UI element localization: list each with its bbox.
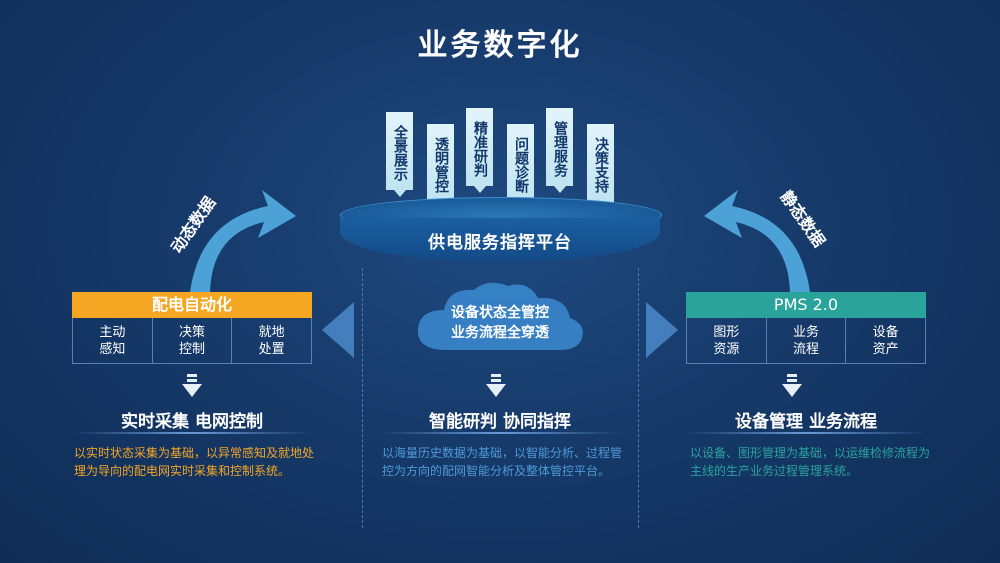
left-cell: 决策 控制 [153,318,233,363]
cloud-text: 设备状态全管控 业务流程全穿透 [420,303,580,343]
column-desc-smart: 以海量历史数据为基础，以智能分析、过程管控为方向的配网智能分析及整体管控平台。 [382,446,623,478]
down-arrow-icon [182,374,202,397]
distribution-automation-header: 配电自动化 [72,292,312,318]
cell-line: 感知 [99,341,126,357]
cell-line: 主动 [99,324,126,340]
cell-line: 就地 [258,324,285,340]
column-underline [686,432,926,434]
column-underline [72,432,312,434]
cell-line: 控制 [179,341,206,357]
down-arrow-icon [782,374,802,397]
divider-right [638,268,639,528]
left-curved-arrow-icon [190,190,296,292]
banner-panorama: 全景展示 [386,112,413,197]
left-cell: 就地 处置 [232,318,311,363]
column-title-realtime: 实时采集 电网控制 [121,412,263,432]
right-panel-body: 图形 资源 业务 流程 设备 资产 [686,318,926,364]
column-underline [380,432,620,434]
right-cell: 业务 流程 [767,318,847,363]
pms-header: PMS 2.0 [686,292,926,318]
cell-line: 处置 [258,341,285,357]
banner-decision-support: 决策支持 [587,124,614,209]
right-cell: 图形 资源 [687,318,767,363]
cell-line: 资源 [713,341,740,357]
column-desc-realtime: 以实时状态采集为基础，以异常感知及就地处理为导向的配电网实时采集和控制系统。 [74,446,315,478]
cloud-line-1: 设备状态全管控 [451,305,549,321]
page-title: 业务数字化 [417,28,583,63]
right-triangle-arrow-icon [646,302,678,358]
banner-problem-diagnosis: 问题诊断 [507,124,534,209]
cloud-line-2: 业务流程全穿透 [451,325,549,341]
cell-line: 决策 [179,324,206,340]
column-desc-equipment: 以设备、图形管理为基础，以运维检修流程为主线的生产业务过程管理系统。 [690,446,931,478]
banner-transparent-control: 透明管控 [427,124,454,209]
divider-left [362,268,363,528]
column-title-smart: 智能研判 协同指挥 [429,412,571,432]
left-cell: 主动 感知 [73,318,153,363]
down-arrow-icon [486,374,506,397]
right-cell: 设备 资产 [846,318,925,363]
banner-precise-judgement: 精准研判 [466,108,493,193]
right-curved-arrow-icon [704,190,810,292]
platform-label: 供电服务指挥平台 [340,218,660,262]
cell-line: 图形 [713,324,740,340]
cell-line: 流程 [793,341,820,357]
column-title-equipment: 设备管理 业务流程 [735,412,877,432]
banner-management-service: 管理服务 [546,108,573,193]
cloud-icon [417,282,583,350]
left-panel-body: 主动 感知 决策 控制 就地 处置 [72,318,312,364]
cell-line: 业务 [793,324,820,340]
cell-line: 设备 [872,324,899,340]
left-triangle-arrow-icon [322,302,354,358]
cell-line: 资产 [872,341,899,357]
